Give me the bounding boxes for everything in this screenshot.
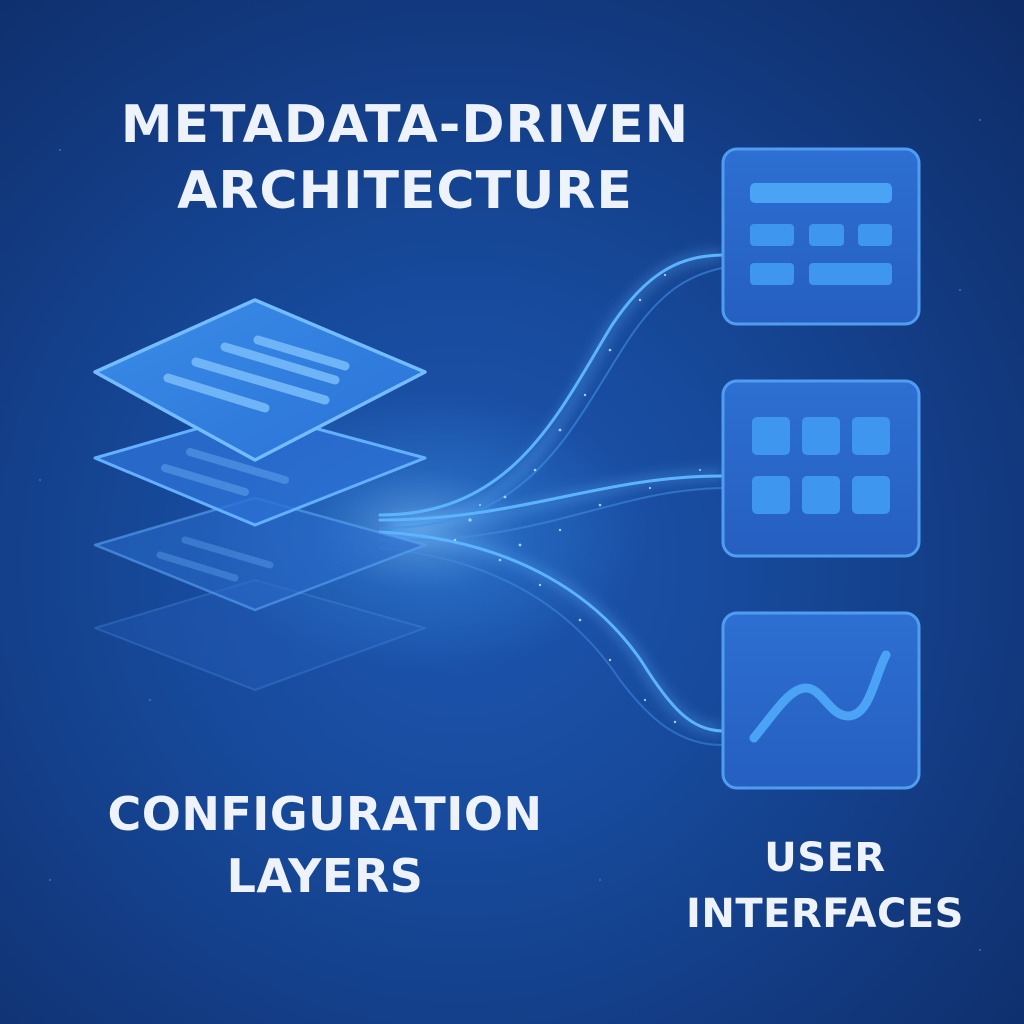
left-label-line-2: LAYERS bbox=[226, 849, 424, 903]
background-specks bbox=[39, 109, 981, 951]
configuration-layers-label: CONFIGURATION LAYERS bbox=[70, 783, 580, 907]
flow-streams bbox=[378, 253, 724, 746]
layer-3 bbox=[93, 496, 427, 612]
right-label-line-1: USER bbox=[764, 835, 886, 881]
line-chart-icon bbox=[721, 611, 921, 790]
form-layout-icon bbox=[721, 147, 921, 326]
layer-4 bbox=[94, 579, 426, 691]
stacked-layers-icon bbox=[93, 298, 427, 691]
grid-icon bbox=[721, 379, 921, 558]
user-interfaces-label: USER INTERFACES bbox=[670, 830, 980, 942]
page-title: METADATA-DRIVEN ARCHITECTURE bbox=[70, 92, 740, 224]
title-line-1: METADATA-DRIVEN bbox=[120, 95, 690, 155]
title-line-2: ARCHITECTURE bbox=[177, 161, 633, 221]
flow-sparkles bbox=[453, 273, 701, 724]
right-label-line-2: INTERFACES bbox=[686, 891, 964, 937]
left-label-line-1: CONFIGURATION bbox=[107, 787, 543, 841]
